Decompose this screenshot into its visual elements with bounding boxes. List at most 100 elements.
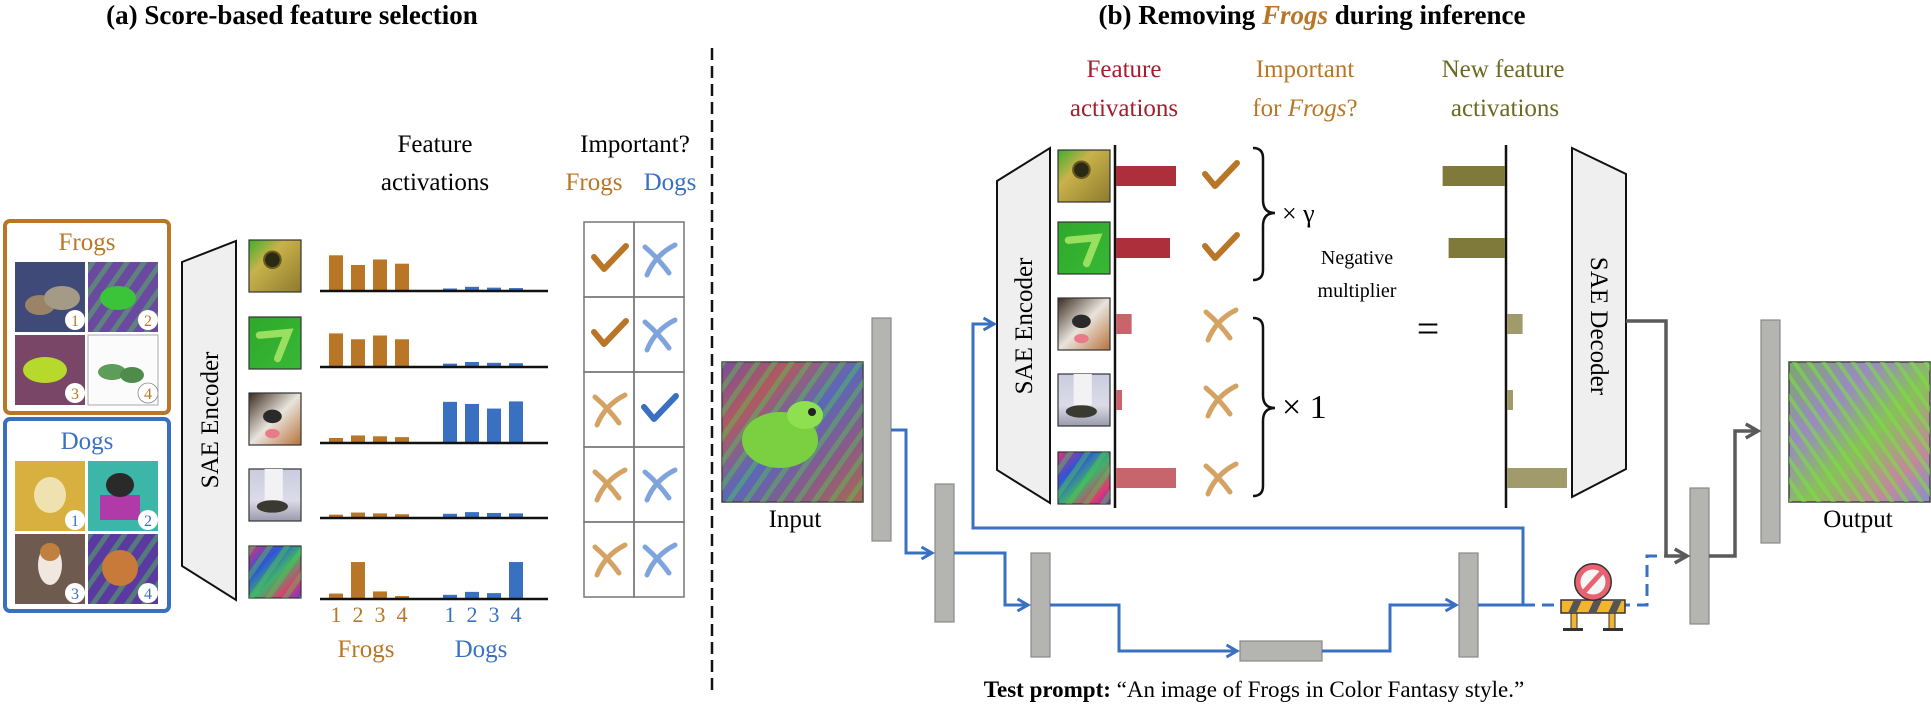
activation-bar-dog-nose — [1116, 314, 1132, 334]
frog-image-4: 4 — [87, 334, 159, 406]
bar-dogs-2 — [465, 403, 479, 443]
color-texture-thumbnail — [1057, 451, 1111, 505]
x-group-label-frogs: Frogs — [338, 636, 395, 663]
frog-image-3: 3 — [15, 335, 85, 405]
header-important-1: Important — [1256, 56, 1355, 83]
bar-dogs-2 — [465, 286, 479, 291]
svg-text:SAE Encoder: SAE Encoder — [1011, 257, 1038, 394]
panel-b-title: (b) Removing Frogs during inference — [1098, 0, 1525, 30]
bar-frogs-3 — [373, 436, 387, 443]
bar-dogs-2 — [465, 512, 479, 518]
new-activation-bar-shoe — [1507, 390, 1513, 410]
sae-decoder: SAE Decoder — [1571, 146, 1627, 499]
activations-header-line2: activations — [381, 169, 489, 196]
check-icon-frog-eye — [1202, 160, 1240, 189]
unet-block-up-3 — [1458, 552, 1479, 658]
bar-frogs-1 — [329, 514, 343, 518]
flow-down-2 — [954, 551, 1032, 613]
bar-dogs-2 — [465, 591, 479, 599]
check-icon-frogs — [591, 318, 629, 347]
cross-icon-frogs — [592, 542, 628, 578]
cross-icon-dogs — [642, 467, 678, 503]
activation-bar-color-texture — [1116, 468, 1176, 488]
unet-block-up-2 — [1689, 487, 1710, 625]
svg-text:SAE Encoder: SAE Encoder — [197, 351, 224, 488]
flow-down-1 — [891, 428, 936, 561]
blocked-barrier-icon — [1560, 563, 1626, 631]
cross-icon-dogs — [642, 542, 678, 578]
frog-image-1: 1 — [15, 262, 85, 332]
dog-nose-thumbnail — [1057, 297, 1111, 351]
frog-foot-thumbnail — [248, 316, 302, 370]
dogs-group-box: Dogs 1 2 3 4 — [3, 417, 171, 613]
unet-block-down-3 — [1030, 552, 1051, 658]
frog-eye-thumbnail — [248, 239, 302, 293]
bar-frogs-1 — [329, 437, 343, 443]
dog-image-1: 1 — [15, 461, 85, 531]
brace-unimportant — [1252, 316, 1276, 498]
dog-nose-thumbnail — [248, 392, 302, 446]
output-image — [1788, 361, 1931, 503]
cross-icon-frogs — [592, 392, 628, 428]
feature-thumbnails-b — [1057, 149, 1111, 505]
new-activation-bar-dog-nose — [1507, 314, 1523, 334]
header-new-activations-1: New feature — [1442, 56, 1565, 83]
bar-dogs-3 — [487, 287, 501, 291]
cross-icon-dog-nose — [1203, 307, 1239, 343]
dog-image-3: 3 — [15, 534, 85, 604]
important-col-frogs: Frogs — [566, 169, 623, 196]
new-activation-bar-frog-foot — [1448, 238, 1505, 258]
bar-frogs-2 — [351, 339, 365, 367]
bar-frogs-1 — [329, 255, 343, 291]
dog-image-2: 2 — [88, 461, 158, 531]
activation-row-frog-eye — [320, 255, 548, 293]
header-feature-activations-2: activations — [1070, 95, 1178, 122]
feature-thumbnails-a — [248, 239, 302, 599]
bar-dogs-4 — [509, 562, 523, 599]
cross-icon-color-texture — [1203, 461, 1239, 497]
svg-text:4: 4 — [144, 586, 152, 603]
activation-row-dog-nose — [320, 401, 548, 445]
cross-icon-dogs — [642, 242, 678, 278]
tick-frogs-4: 4 — [397, 602, 408, 627]
important-col-dogs: Dogs — [644, 169, 697, 196]
dog-image-4: 4 — [88, 534, 158, 604]
svg-text:SAE Decoder: SAE Decoder — [1585, 257, 1612, 396]
flow-decoder-out — [1626, 319, 1691, 565]
frog-image-2: 2 — [88, 262, 158, 332]
bar-frogs-2 — [351, 512, 365, 518]
frogs-group-box: Frogs 1 2 3 4 — [3, 219, 171, 415]
flow-up-3 — [1322, 597, 1460, 653]
bar-frogs-3 — [373, 335, 387, 367]
tick-dogs-1: 1 — [445, 602, 456, 627]
svg-text:3: 3 — [71, 586, 79, 603]
importance-marks-b — [1202, 160, 1240, 497]
activation-row-color-texture — [320, 562, 548, 601]
panel-a-title: (a) Score-based feature selection — [106, 0, 478, 30]
input-label: Input — [769, 506, 822, 533]
cross-icon-frogs — [592, 467, 628, 503]
frogs-group-label: Frogs — [59, 229, 116, 256]
gray-flow-lines — [1626, 319, 1762, 565]
check-icon-frogs — [591, 243, 629, 272]
tick-dogs-4: 4 — [511, 602, 522, 627]
x-group-label-dogs: Dogs — [455, 636, 508, 663]
negative-multiplier-note-2: multiplier — [1318, 280, 1397, 302]
bar-frogs-1 — [329, 333, 343, 367]
bar-dogs-1 — [443, 401, 457, 443]
tick-frogs-2: 2 — [353, 602, 364, 627]
dogs-group-label: Dogs — [61, 428, 114, 455]
bar-frogs-3 — [373, 513, 387, 518]
bar-dogs-3 — [487, 512, 501, 518]
svg-text:1: 1 — [71, 513, 79, 530]
flow-down-3 — [1050, 603, 1241, 659]
header-important-2: for Frogs? — [1252, 95, 1357, 122]
importance-table — [583, 221, 685, 598]
bar-frogs-2 — [351, 562, 365, 599]
multiplier-gamma: × γ — [1282, 199, 1315, 228]
bar-frogs-2 — [351, 435, 365, 443]
bar-frogs-1 — [329, 593, 343, 599]
unet-block-down-1 — [871, 317, 892, 542]
